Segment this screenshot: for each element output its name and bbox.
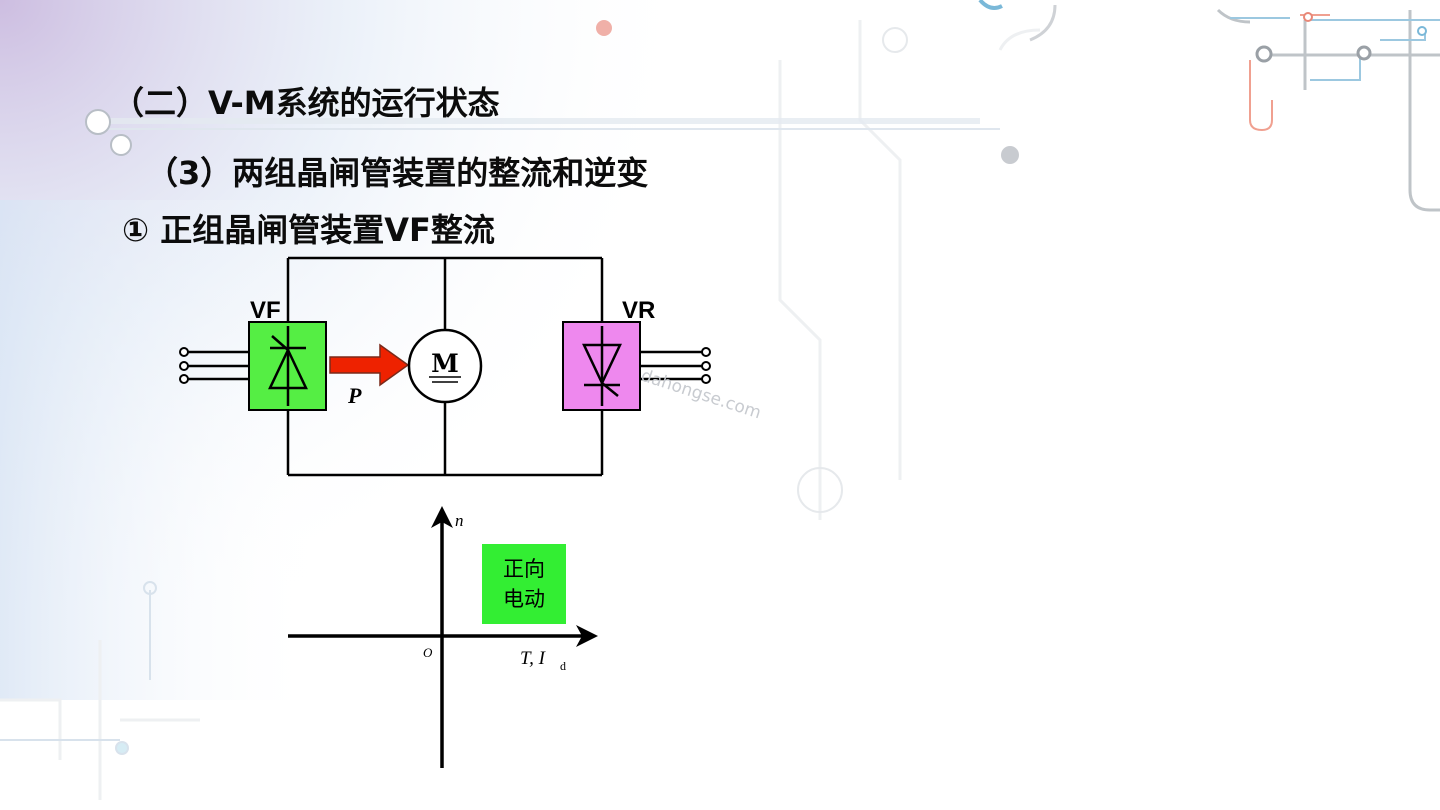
power-flow-arrow bbox=[329, 343, 410, 387]
vf-label: VF bbox=[250, 297, 281, 324]
origin-label: O bbox=[423, 645, 433, 660]
forward-motoring-quadrant-box: 正向 电动 bbox=[482, 544, 566, 624]
slide-subheading: （3）两组晶闸管装置的整流和逆变 bbox=[146, 154, 649, 192]
vr-thyristor-icon bbox=[582, 326, 622, 406]
torque-axis-arrowhead bbox=[576, 625, 598, 647]
power-label: P bbox=[347, 383, 362, 408]
vr-terminal bbox=[701, 374, 711, 384]
n-axis-arrowhead bbox=[431, 506, 453, 528]
motor-icon bbox=[407, 328, 483, 404]
vr-label: VR bbox=[622, 297, 655, 324]
torque-axis-label: T, I bbox=[520, 648, 547, 669]
n-axis-label: n bbox=[455, 511, 464, 530]
motor-label: M bbox=[431, 349, 459, 378]
slide-heading: （二）V-M系统的运行状态 bbox=[112, 84, 500, 122]
watermark: dahongse.com bbox=[638, 366, 763, 424]
vr-terminal bbox=[701, 361, 711, 371]
vf-terminal bbox=[179, 347, 189, 357]
vf-thyristor-icon bbox=[268, 326, 308, 406]
torque-axis-subscript: d bbox=[560, 659, 566, 673]
vf-input-lines bbox=[184, 350, 250, 381]
slide-item: ① 正组晶闸管装置VF整流 bbox=[122, 211, 495, 249]
vr-terminal bbox=[701, 347, 711, 357]
quadrant-box-line2: 电动 bbox=[503, 587, 545, 611]
vf-terminal bbox=[179, 374, 189, 384]
vf-terminal bbox=[179, 361, 189, 371]
quadrant-box-line1: 正向 bbox=[503, 557, 545, 581]
vr-input-lines bbox=[640, 350, 706, 381]
